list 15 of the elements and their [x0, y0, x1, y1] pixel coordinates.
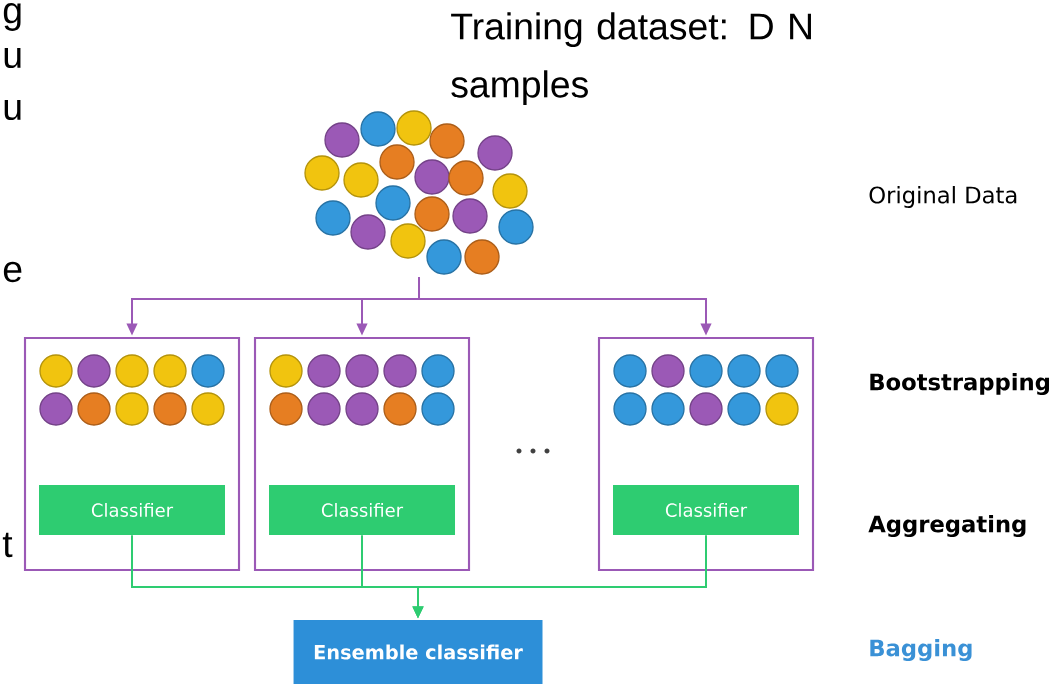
- cut-text: u: [4, 47, 21, 69]
- cut-text: g: [3, 3, 21, 31]
- classifier-box: Classifier: [39, 485, 225, 535]
- stage-label: Bootstrapping: [870, 372, 1049, 396]
- title: Training dataset: D N samples: [451, 12, 811, 106]
- stage-label: Aggregating: [868, 514, 1026, 538]
- cut-text: u: [4, 99, 21, 121]
- cut-text: e: [3, 261, 22, 283]
- stage-label: Original Data: [869, 186, 1017, 208]
- cut-text: t: [2, 532, 13, 558]
- classifier-box: Classifier: [269, 485, 455, 535]
- classifier-box: Classifier: [613, 485, 799, 535]
- stage-label: Bagging: [870, 638, 972, 662]
- ensemble-box: Ensemble classifier: [293, 620, 543, 684]
- data-points-drawing: [304, 110, 534, 275]
